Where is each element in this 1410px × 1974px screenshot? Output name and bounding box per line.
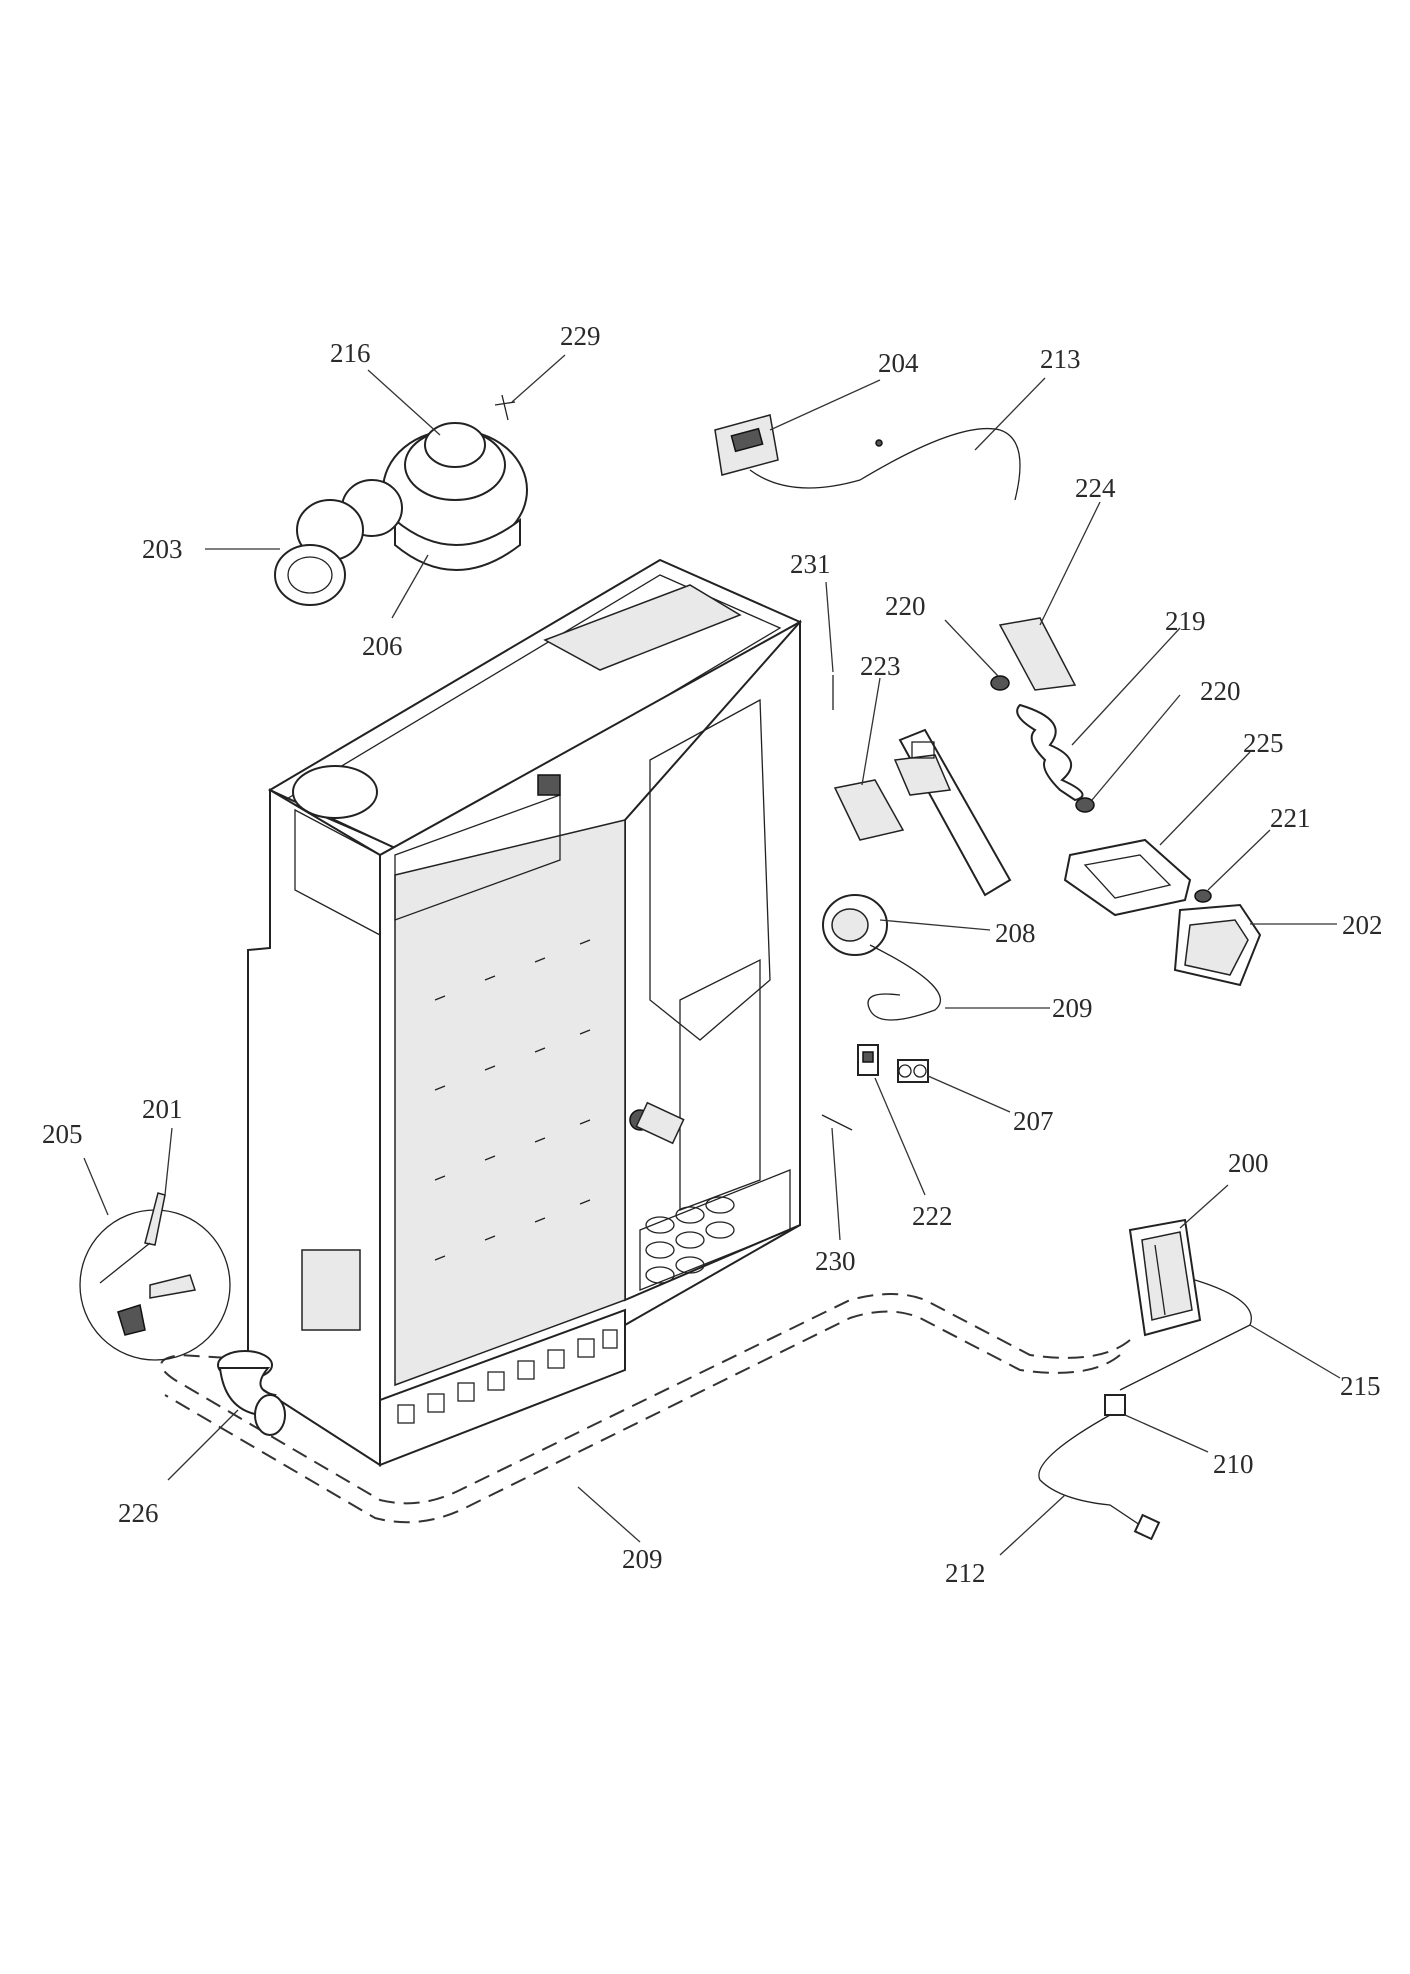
igniter-detail <box>79 1192 231 1361</box>
callout-208: 208 <box>995 918 1036 948</box>
callout-213: 213 <box>1040 344 1081 374</box>
intake-elbow <box>217 1350 286 1436</box>
rod-230 <box>821 1114 853 1131</box>
auger-screw <box>1016 703 1084 802</box>
dashed-cable <box>160 1293 1131 1505</box>
callout-216: 216 <box>330 338 371 368</box>
callout-203: 203 <box>142 534 183 564</box>
flue-duct <box>274 479 403 606</box>
gasket <box>833 779 905 841</box>
washer <box>1194 889 1212 903</box>
bushing-top <box>990 675 1010 691</box>
callout-labels: 200 201 202 203 204 205 206 207 208 209 … <box>42 321 1383 1588</box>
callout-231: 231 <box>790 549 831 579</box>
callout-229: 229 <box>560 321 601 351</box>
gear-motor <box>1173 903 1262 987</box>
bushing-bottom <box>1075 797 1095 813</box>
switch <box>857 1044 879 1076</box>
callout-220-top: 220 <box>885 591 926 621</box>
callout-210: 210 <box>1213 1449 1254 1479</box>
callout-221: 221 <box>1270 803 1311 833</box>
screw <box>494 394 516 421</box>
callout-205: 205 <box>42 1119 83 1149</box>
auger-tube <box>893 728 1012 897</box>
callout-202: 202 <box>1342 910 1383 940</box>
callout-226: 226 <box>118 1498 159 1528</box>
callout-230: 230 <box>815 1246 856 1276</box>
callout-206: 206 <box>362 631 403 661</box>
pressure-switch <box>897 1059 929 1083</box>
wiring <box>1038 1279 1252 1541</box>
callout-209-right: 209 <box>1052 993 1093 1023</box>
callout-222: 222 <box>912 1201 953 1231</box>
callout-219: 219 <box>1165 606 1206 636</box>
stove-cabinet-frame <box>247 558 803 1467</box>
callout-223: 223 <box>860 651 901 681</box>
control-board <box>1128 1218 1202 1337</box>
callout-200: 200 <box>1228 1148 1269 1178</box>
control-display <box>714 414 1021 501</box>
callout-209-bottom: 209 <box>622 1544 663 1574</box>
combustion-fan <box>382 422 528 571</box>
callout-224: 224 <box>1075 473 1116 503</box>
callout-215: 215 <box>1340 1371 1381 1401</box>
leader-lines <box>83 354 1341 1556</box>
callout-225: 225 <box>1243 728 1284 758</box>
hopper-base <box>1063 838 1192 917</box>
callout-204: 204 <box>878 348 919 378</box>
callout-207: 207 <box>1013 1106 1054 1136</box>
callout-212: 212 <box>945 1558 986 1588</box>
callout-201: 201 <box>142 1094 183 1124</box>
bracket-plate <box>998 617 1077 691</box>
callout-220-mid: 220 <box>1200 676 1241 706</box>
room-fan <box>822 894 941 1021</box>
